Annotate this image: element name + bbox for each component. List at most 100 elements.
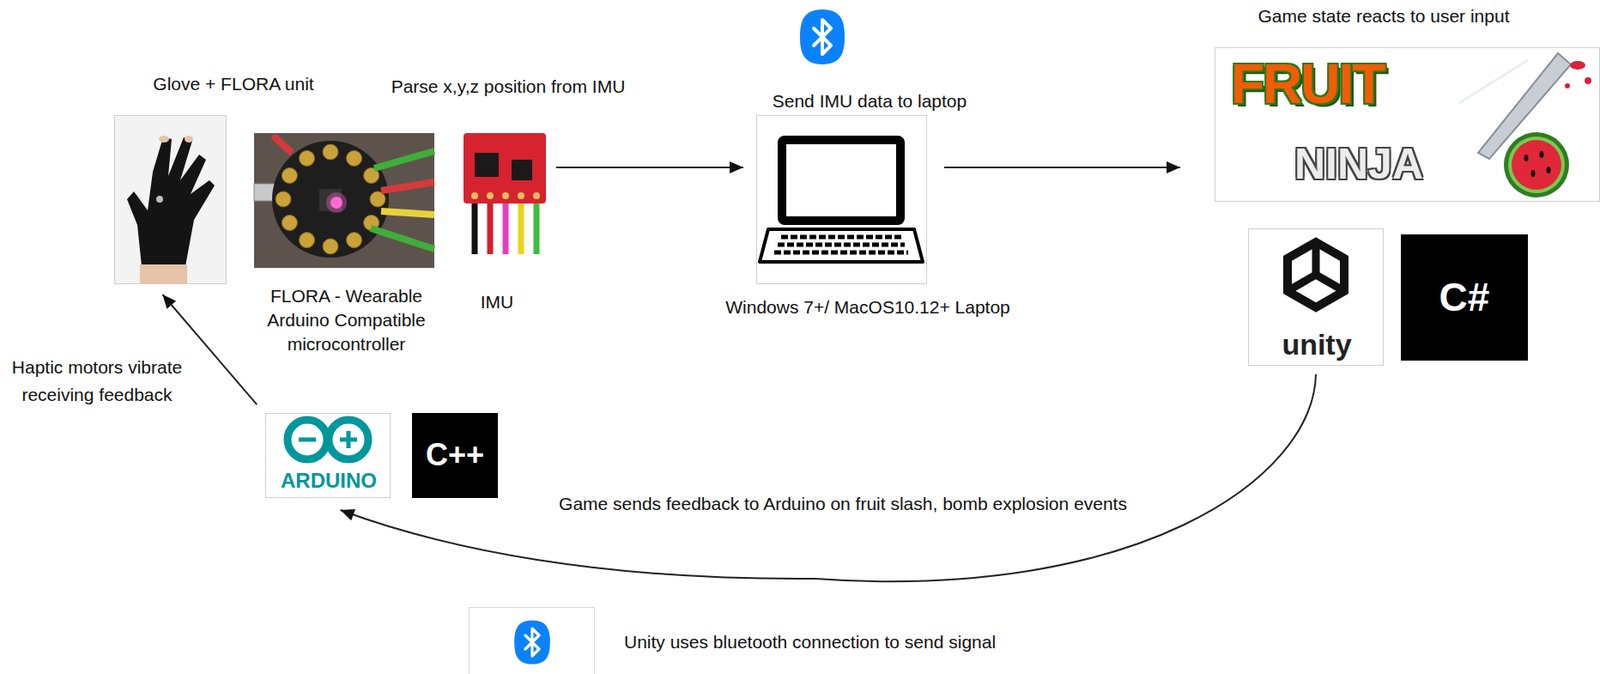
- flora-picture-part: [272, 140, 389, 258]
- laptop-picture: [759, 135, 923, 262]
- bluetooth-icon: [800, 9, 845, 65]
- language-badge: C#: [1400, 234, 1528, 361]
- fruit-ninja-picture-part: [1546, 166, 1552, 174]
- imu-picture-part: [486, 192, 494, 200]
- laptop-picture-part: [759, 229, 923, 262]
- connector: [944, 161, 1181, 174]
- laptop-picture-part: [781, 235, 902, 240]
- arrowhead: [729, 161, 744, 174]
- flora-picture-part: [281, 168, 297, 184]
- flora-picture-part: [272, 135, 292, 153]
- arduino-logo-part: [287, 419, 328, 460]
- fruit-ninja-picture-part: [1524, 154, 1529, 162]
- game-logo: Game state reacts to user inputFRUITNINJ…: [1214, 47, 1600, 202]
- node-heading: Send IMU data to laptop: [732, 90, 1007, 113]
- imu-picture-part: [511, 159, 533, 181]
- imu-picture: [463, 133, 546, 255]
- flora-picture-part: [299, 150, 316, 166]
- arduino-logo-box: ARDUINO: [265, 412, 391, 498]
- connector: [162, 294, 257, 405]
- step-note: Parse x,y,z position from IMU: [345, 75, 672, 98]
- connector-line: [944, 166, 1181, 169]
- glove-picture-part: [156, 195, 164, 203]
- bluetooth-frame: [469, 607, 595, 674]
- node-caption: IMU: [462, 290, 532, 314]
- logo-word: unity: [1248, 327, 1385, 362]
- arrowhead: [1166, 161, 1181, 174]
- laptop-icon: Send IMU data to laptopWindows 7+/ MacOS…: [756, 115, 928, 285]
- fruit-ninja-picture-part: [1459, 60, 1528, 104]
- flora-picture-part: [254, 133, 435, 268]
- flora-picture-part: [346, 232, 363, 249]
- unity-logo-part: [1287, 274, 1316, 291]
- unity-logo-box: unity: [1248, 228, 1384, 366]
- flora-picture-part: [299, 232, 316, 249]
- flora-picture-part: [381, 181, 435, 191]
- glove-picture-part: [184, 135, 194, 143]
- imu-picture-part: [503, 199, 510, 255]
- node-heading: Glove + FLORA unit: [121, 72, 346, 96]
- language-badge: C++: [412, 412, 498, 498]
- glove-picture: [115, 115, 226, 284]
- imu-picture-part: [463, 133, 546, 204]
- bluetooth-icon-part: [800, 9, 845, 65]
- connector-line: [556, 166, 744, 169]
- unity-logo: [1287, 242, 1345, 308]
- fruit-ninja-picture-part: [1508, 136, 1565, 194]
- logo-word: ARDUINO: [266, 467, 392, 494]
- bluetooth-icon-part: [813, 19, 831, 55]
- imu-picture-part: [474, 152, 499, 177]
- connector-line: [162, 294, 257, 405]
- glove-picture-part: [127, 137, 215, 267]
- connector: [340, 374, 1316, 582]
- flora-picture-part: [381, 211, 435, 215]
- imu-picture-part: [517, 192, 525, 200]
- imu-picture-part: [487, 199, 494, 255]
- imu-picture-part: [533, 192, 540, 200]
- imu-picture-part: [471, 192, 479, 200]
- flora-picture-part: [275, 191, 291, 207]
- flora-picture-part: [346, 150, 363, 166]
- fruit-ninja-picture-part: [1539, 151, 1545, 158]
- unity-logo-part: [1287, 242, 1345, 308]
- imu-picture-part: [518, 199, 525, 255]
- connector-line: [340, 374, 1316, 582]
- node-heading: Game state reacts to user input: [1212, 5, 1556, 28]
- laptop-picture-part: [786, 144, 897, 217]
- arduino-logo-part: [298, 437, 316, 443]
- flora-photo: FLORA - Wearable Arduino Compatible micr…: [254, 133, 435, 268]
- laptop-picture-part: [774, 250, 909, 255]
- arduino-logo-part: [328, 419, 369, 460]
- arrowhead: [162, 294, 176, 310]
- bluetooth-icon-part: [525, 628, 540, 656]
- flora-picture-part: [322, 144, 339, 160]
- flora-picture-part: [374, 151, 435, 169]
- bluetooth-frame-part: [469, 607, 595, 674]
- step-note: Unity uses bluetooth connection to send …: [624, 630, 1157, 654]
- imu-picture-part: [472, 199, 479, 255]
- logo-word: C#: [1400, 273, 1528, 321]
- fruit-ninja-picture-part: [1564, 83, 1570, 89]
- unity-logo-part: [1312, 242, 1321, 275]
- laptop-picture-part: [777, 135, 905, 225]
- arrowhead: [340, 509, 356, 521]
- imu-picture-part: [502, 192, 510, 200]
- glove-picture-part: [139, 264, 188, 284]
- glove-photo: Glove + FLORA unit: [114, 115, 227, 285]
- fruit-ninja-picture-part: [1569, 60, 1586, 70]
- edge-label: Game sends feedback to Arduino on fruit …: [551, 490, 1135, 517]
- edge-label: Haptic motors vibrate receiving feedback: [6, 353, 188, 409]
- node-caption: Windows 7+/ MacOS10.12+ Laptop: [678, 296, 1057, 319]
- flora-picture: [254, 133, 435, 268]
- bluetooth-icon-part: [514, 619, 551, 664]
- logo-word: NINJA: [1294, 142, 1467, 186]
- glove-picture-part: [158, 135, 170, 143]
- imu-photo: IMU: [454, 133, 546, 255]
- arduino-logo-part: [346, 430, 352, 449]
- node-caption: FLORA - Wearable Arduino Compatible micr…: [254, 284, 439, 357]
- imu-picture-part: [533, 199, 540, 255]
- logo-word: FRUIT: [1230, 56, 1437, 112]
- unity-logo-part: [1315, 274, 1345, 291]
- fruit-ninja-picture-part: [1531, 169, 1536, 177]
